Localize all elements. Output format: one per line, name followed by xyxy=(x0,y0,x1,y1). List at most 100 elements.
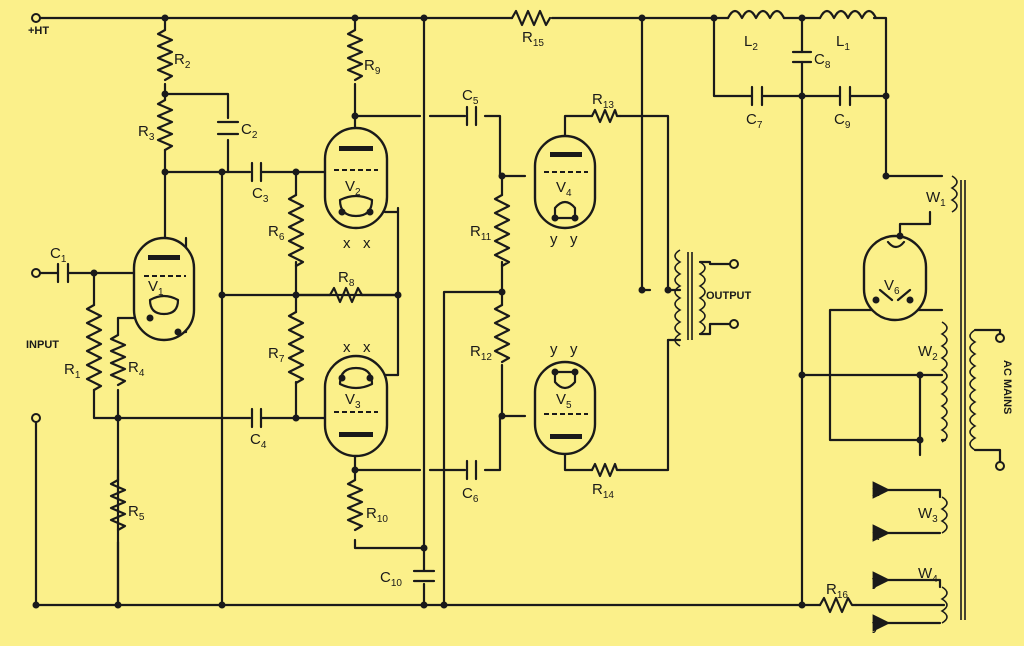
valve-v1 xyxy=(132,236,196,342)
output-terminal-2 xyxy=(729,319,739,329)
label-v5: V5 xyxy=(556,391,572,411)
mains-terminal-2 xyxy=(995,461,1005,471)
resistor-r15 xyxy=(510,9,552,27)
resistor-r4 xyxy=(109,333,127,387)
label-r16: R16 xyxy=(826,581,848,601)
heater-y-label-2: y xyxy=(570,231,578,248)
label-r5: R5 xyxy=(128,503,145,523)
ht-label: +HT xyxy=(28,25,49,37)
label-c6: C6 xyxy=(462,485,479,505)
label-r1: R1 xyxy=(64,361,81,381)
valve-v6 xyxy=(862,232,928,322)
label-r6: R6 xyxy=(268,223,285,243)
label-w3: W3 xyxy=(918,505,938,525)
heater-y-tap-2: y xyxy=(872,617,880,634)
label-l2: L2 xyxy=(744,33,758,53)
capacitors xyxy=(56,50,852,583)
capacitor-c5 xyxy=(465,105,478,127)
label-v4: V4 xyxy=(556,179,572,199)
resistor-r2 xyxy=(156,28,174,82)
label-r10: R10 xyxy=(366,505,388,525)
heater-x-label-4: x xyxy=(363,339,371,356)
resistor-r10 xyxy=(346,478,364,532)
capacitor-c8 xyxy=(791,50,813,64)
driver-stage xyxy=(260,16,527,607)
label-c5: C5 xyxy=(462,87,479,107)
capacitor-c4 xyxy=(250,407,263,429)
resistor-r14 xyxy=(590,462,622,478)
label-r13: R13 xyxy=(592,91,614,111)
heater-y-label-1: y xyxy=(550,231,558,248)
output-label: OUTPUT xyxy=(706,290,752,302)
label-l1: L1 xyxy=(836,33,850,53)
resistor-r1 xyxy=(85,303,103,392)
label-r11: R11 xyxy=(470,223,492,243)
label-v2: V2 xyxy=(345,178,361,198)
output-transformer xyxy=(640,249,739,347)
heater-x-tap-1: x xyxy=(872,483,880,500)
label-c3: C3 xyxy=(252,185,269,205)
inductors xyxy=(726,9,878,20)
label-c7: C7 xyxy=(746,111,763,131)
input-terminal-1 xyxy=(31,268,41,278)
junctions xyxy=(32,14,924,609)
label-c4: C4 xyxy=(250,431,267,451)
mains-terminal-1 xyxy=(995,333,1005,343)
capacitor-c9 xyxy=(838,85,852,107)
filter-section xyxy=(712,16,888,607)
resistor-r13 xyxy=(590,108,622,124)
heater-y-label-4: y xyxy=(570,341,578,358)
resistor-r6 xyxy=(287,193,305,268)
label-r9: R9 xyxy=(364,57,381,77)
label-c9: C9 xyxy=(834,111,851,131)
label-c2: C2 xyxy=(241,121,258,141)
capacitor-c7 xyxy=(750,85,764,107)
label-r2: R2 xyxy=(174,51,191,71)
heater-x-label-1: x xyxy=(343,235,351,252)
output-terminal-1 xyxy=(729,259,739,269)
label-c10: C10 xyxy=(380,569,402,589)
label-w2: W2 xyxy=(918,343,938,363)
text-labels: +HT INPUT OUTPUT AC MAINS x x x x y y y … xyxy=(26,25,1013,634)
inductor-l2 xyxy=(726,9,786,20)
ac-mains-label: AC MAINS xyxy=(1001,360,1013,414)
valve-v4 xyxy=(533,134,597,230)
capacitor-c10 xyxy=(412,569,436,583)
capacitor-c6 xyxy=(465,459,478,481)
heater-y-label-3: y xyxy=(550,341,558,358)
label-r12: R12 xyxy=(470,343,492,363)
resistor-r8 xyxy=(328,286,364,304)
heater-y-tap-1: y xyxy=(872,573,880,590)
resistor-r7 xyxy=(287,310,305,385)
resistor-r16 xyxy=(818,596,858,614)
input-terminal-2 xyxy=(31,413,41,423)
valve-v2 xyxy=(323,126,389,230)
heater-x-label-3: x xyxy=(343,339,351,356)
label-r7: R7 xyxy=(268,345,285,365)
resistors xyxy=(85,9,858,614)
valve-v5 xyxy=(533,360,597,456)
resistor-r11 xyxy=(493,193,511,268)
label-r4: R4 xyxy=(128,359,145,379)
resistor-r3 xyxy=(156,98,174,152)
label-c8: C8 xyxy=(814,51,831,71)
ht-terminal xyxy=(31,13,41,23)
label-v6: V6 xyxy=(884,277,900,297)
label-v3: V3 xyxy=(345,391,361,411)
resistor-r9 xyxy=(346,28,364,82)
label-r15: R15 xyxy=(522,29,544,49)
label-v1: V1 xyxy=(148,278,164,298)
label-r3: R3 xyxy=(138,123,155,143)
label-r8: R8 xyxy=(338,269,355,289)
label-c1: C1 xyxy=(50,245,67,265)
valve-v3 xyxy=(323,354,389,458)
resistor-r5 xyxy=(109,478,127,532)
heater-x-label-2: x xyxy=(363,235,371,252)
label-r14: R14 xyxy=(592,481,614,501)
capacitor-c1 xyxy=(56,262,70,284)
capacitor-c3 xyxy=(250,161,263,183)
resistor-r12 xyxy=(493,303,511,364)
ht-rail xyxy=(34,16,888,178)
inductor-l1 xyxy=(818,9,878,20)
